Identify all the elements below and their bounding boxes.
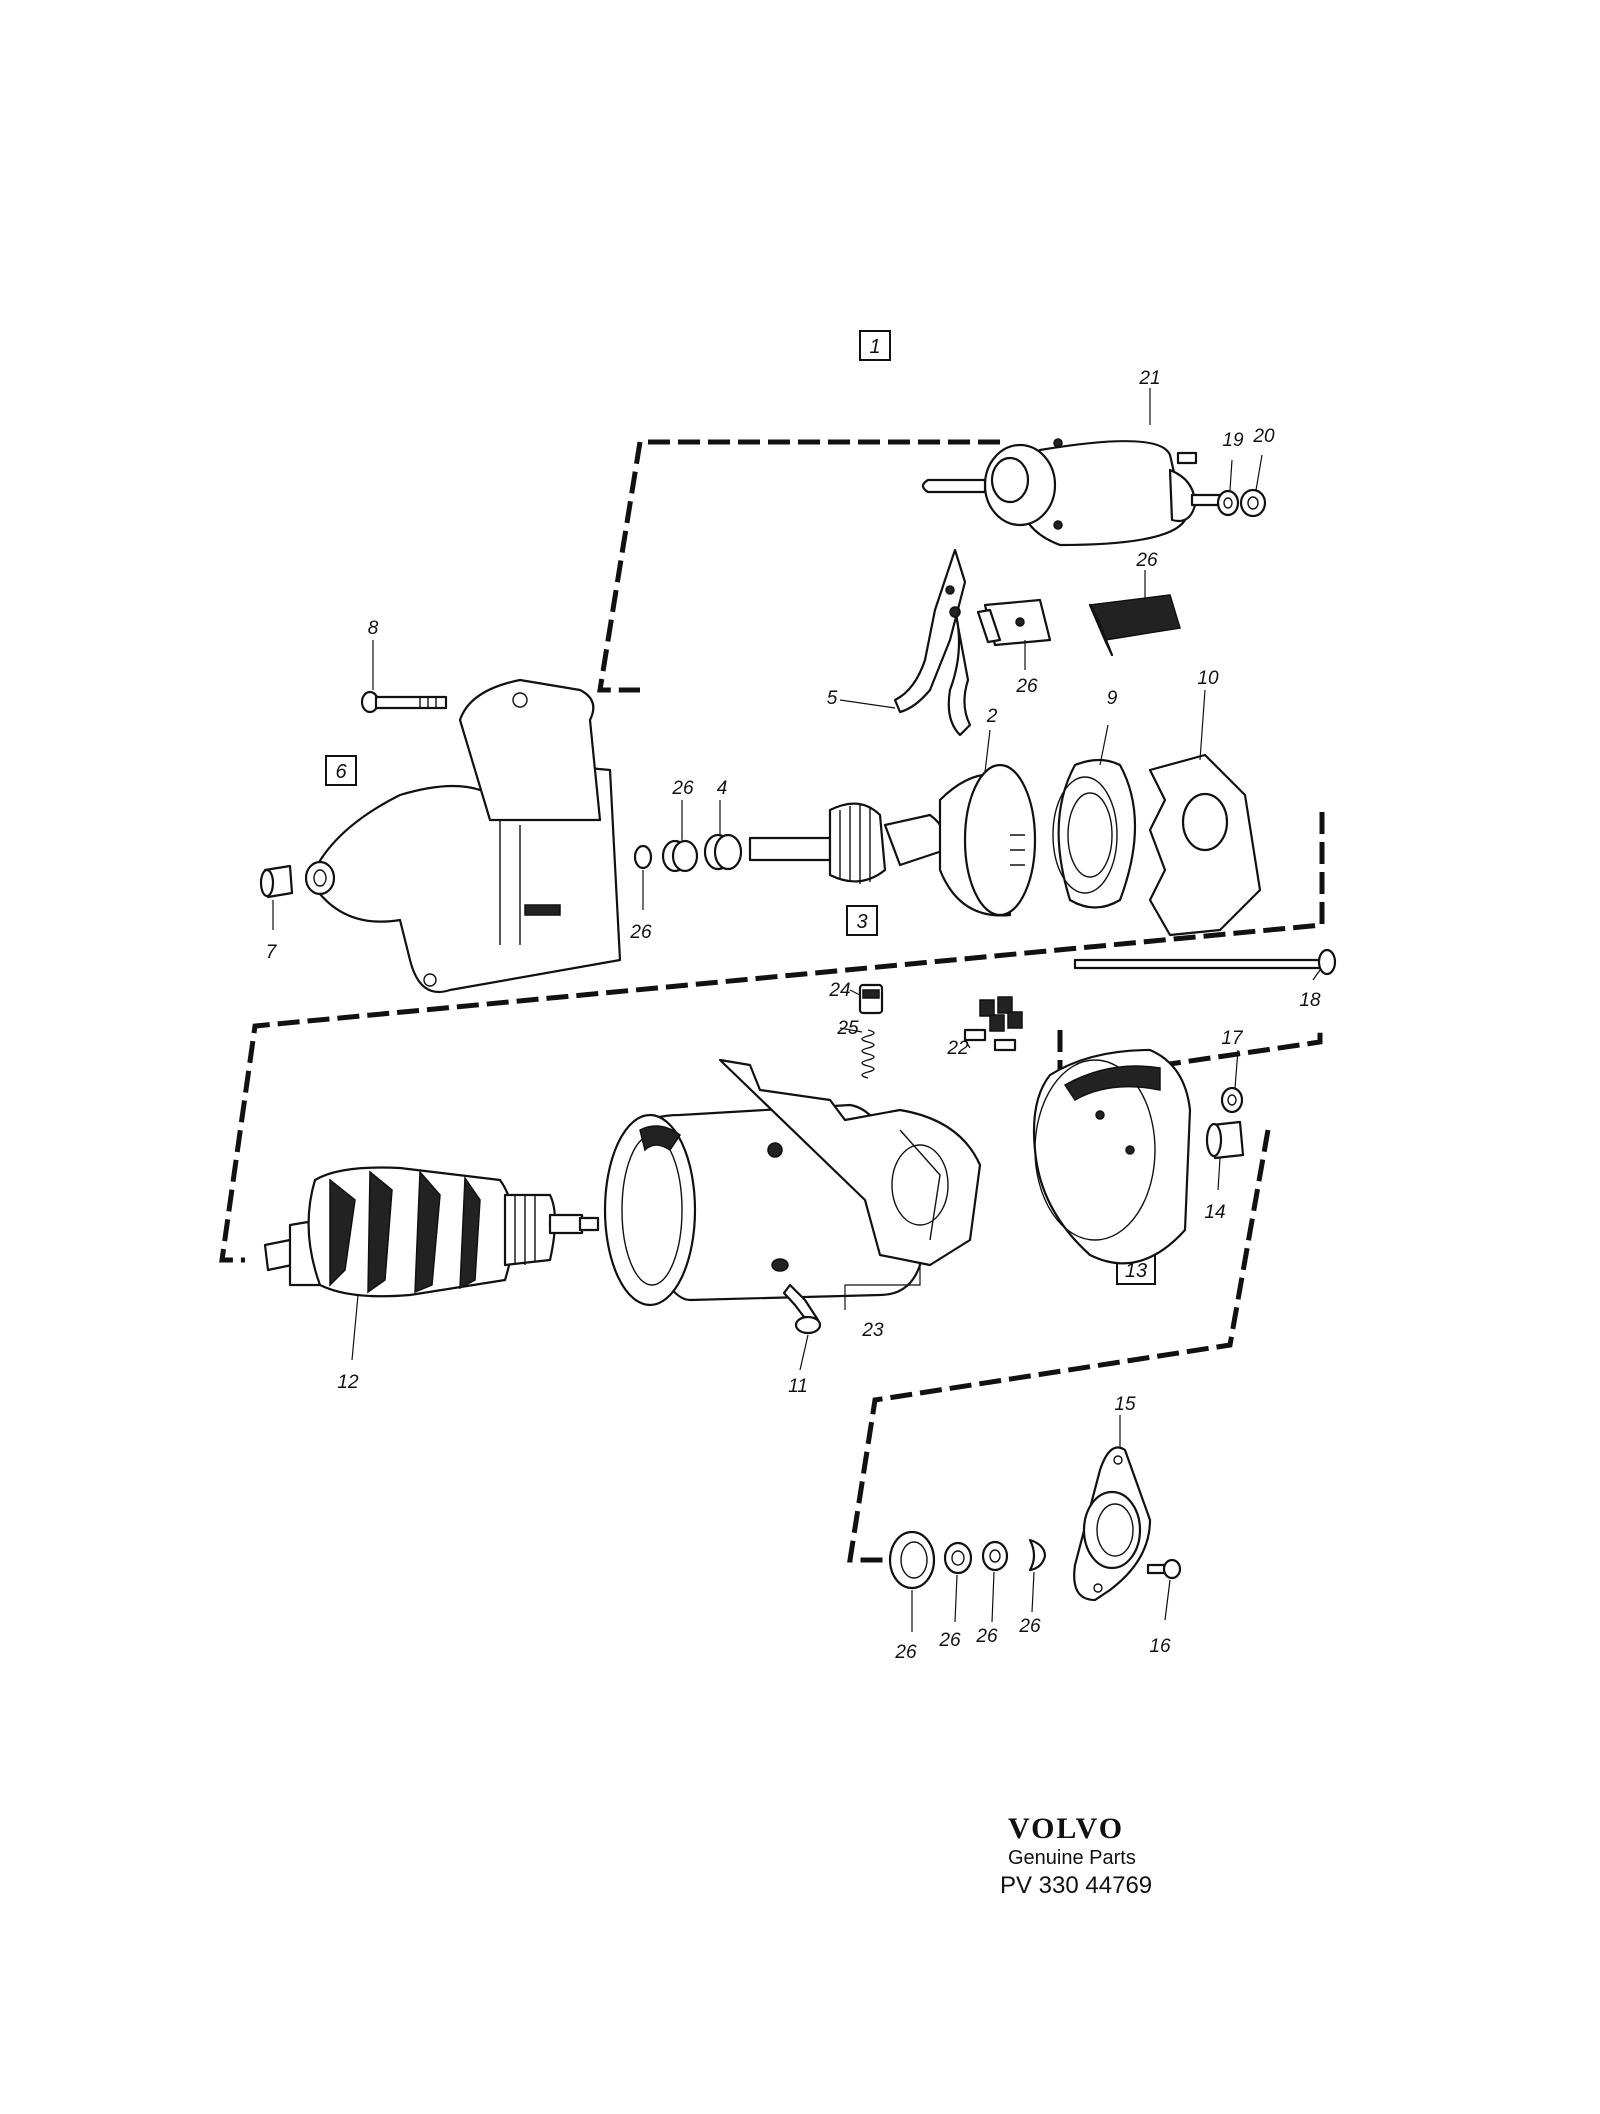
callout-4: 4: [717, 778, 728, 799]
group-box-3-label: 3: [856, 911, 867, 933]
group-box-6: 6: [325, 755, 357, 786]
brand-logo: VOLVO: [1008, 1812, 1124, 1845]
drive-end-housing: [304, 678, 622, 994]
callout-12: 12: [337, 1372, 359, 1393]
washers-26-lower: [888, 1530, 1047, 1590]
callout-26-pad: 26: [1135, 550, 1158, 571]
callout-24: 24: [828, 980, 850, 1001]
brushes-22: [963, 996, 1023, 1052]
callout-10: 10: [1197, 668, 1219, 689]
bracket-top: [597, 439, 1000, 693]
engaging-lever: [893, 548, 972, 737]
group-box-1: 1: [859, 330, 891, 361]
callout-8: 8: [368, 618, 379, 639]
screw-11: [782, 1283, 822, 1335]
callout-21: 21: [1138, 368, 1160, 389]
bracket-right: [1057, 1025, 1323, 1083]
footer-brand-block: VOLVO Genuine Parts PV 330 44769: [1000, 1812, 1152, 1899]
ring-26: [633, 844, 653, 870]
callout-26-lower-4: 26: [1018, 1616, 1041, 1637]
callout-9: 9: [1107, 688, 1118, 709]
callout-7: 7: [266, 942, 278, 963]
rubber-buffer: [976, 598, 1052, 647]
callout-26-lower-1: 26: [894, 1642, 917, 1663]
callout-20: 20: [1252, 426, 1275, 447]
spring-25: [861, 1029, 875, 1079]
bracket-lower-right: [847, 1129, 1271, 1563]
callouts: 21 19 20 8 26 26 5 9 10 2 26 4 26 7 24 2…: [266, 368, 1321, 1663]
callout-26-ring: 26: [629, 922, 652, 943]
group-box-6-label: 6: [335, 761, 347, 783]
brand-subtitle: Genuine Parts: [1008, 1847, 1136, 1869]
callout-5: 5: [827, 688, 838, 709]
bushing-7: [259, 864, 294, 899]
armature-12: [263, 1166, 600, 1298]
plate-10: [1148, 753, 1262, 937]
commutator-end-housing: [1032, 1048, 1192, 1265]
brush-24: [858, 983, 884, 1015]
leader-lines: [272, 388, 1321, 1632]
intermediate-bearing-2: [938, 763, 1037, 917]
callout-26-collar: 26: [671, 778, 694, 799]
cover-15: [1073, 1446, 1152, 1602]
callout-26-lower-3: 26: [975, 1626, 998, 1647]
bracket-middle: [219, 812, 1325, 1263]
nut-20: [1239, 488, 1267, 518]
stop-ring-4: [703, 833, 743, 871]
callout-19: 19: [1222, 430, 1244, 451]
planetary-ring-gear-9: [1052, 758, 1137, 909]
spring-collar-26: [661, 839, 699, 873]
callout-2: 2: [986, 706, 998, 727]
group-brackets: [219, 439, 1325, 1563]
rubber-pad: [1088, 594, 1181, 657]
callout-15: 15: [1114, 1394, 1136, 1415]
callout-11: 11: [788, 1376, 808, 1397]
callout-23: 23: [861, 1320, 884, 1341]
callout-14: 14: [1204, 1202, 1225, 1223]
pinion-shaft: [748, 802, 948, 884]
callout-22: 22: [946, 1038, 969, 1059]
group-box-13-label: 13: [1125, 1260, 1147, 1282]
stator-housing: [603, 1103, 922, 1307]
callout-26-lower-2: 26: [938, 1630, 961, 1651]
washer-17: [1220, 1086, 1244, 1114]
callout-26-buffer: 26: [1015, 676, 1038, 697]
callout-18: 18: [1299, 990, 1321, 1011]
screw-16: [1146, 1558, 1182, 1580]
callout-16: 16: [1149, 1636, 1171, 1657]
washer-19: [1216, 489, 1240, 517]
through-bolt-18: [1073, 948, 1337, 976]
group-box-3: 3: [846, 905, 878, 936]
solenoid-switch: [921, 438, 1222, 547]
brush-holder-23: [718, 1058, 982, 1267]
callout-17: 17: [1221, 1028, 1244, 1049]
bushing-14: [1205, 1120, 1245, 1160]
through-bolt-8: [360, 690, 448, 714]
callout-25: 25: [836, 1018, 859, 1039]
group-box-1-label: 1: [869, 336, 880, 358]
part-number: PV 330 44769: [1000, 1872, 1152, 1899]
